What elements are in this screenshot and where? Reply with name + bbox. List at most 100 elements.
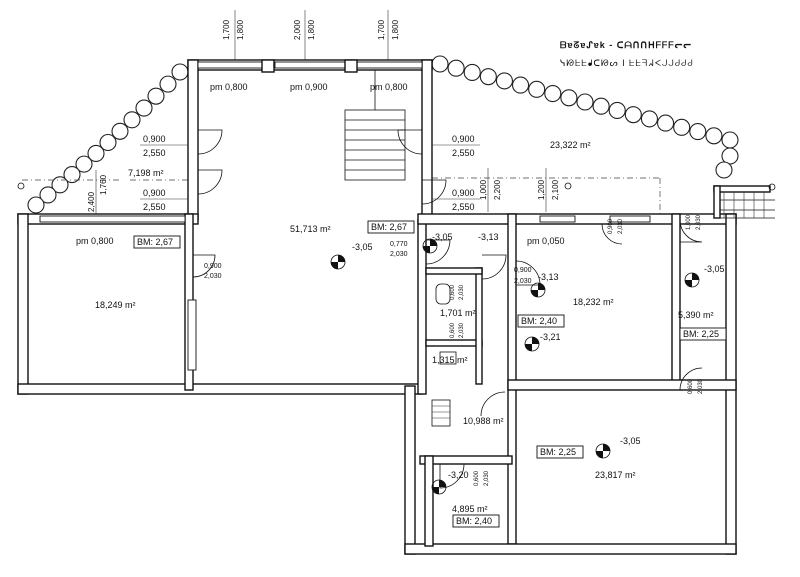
- hedge-bush: [63, 166, 81, 184]
- top-dim-1a: 1,700: [222, 19, 231, 40]
- open-6b: 2,030: [390, 251, 408, 258]
- height-hall: BM: 2,67: [371, 222, 407, 232]
- vdim-16: 2,030: [698, 378, 704, 394]
- level-1: -3,05: [352, 242, 373, 252]
- hedge-bush: [608, 101, 626, 119]
- hedge-bush: [39, 186, 57, 204]
- hedge-bush: [111, 122, 129, 140]
- sill-label-4: pm 0,800: [76, 236, 114, 246]
- sill-label-3: pm 0,800: [370, 82, 408, 92]
- level-7: -3,05: [620, 436, 641, 446]
- hedge-bush: [705, 127, 723, 145]
- height-room-s: BM: 2,40: [456, 516, 492, 526]
- hedge-bush: [171, 63, 189, 81]
- vdim-17: 0,600: [474, 470, 480, 486]
- area-main-hall: 51,713 m²: [290, 224, 331, 234]
- room-areas: 51,713 m² 18,249 m² 7,198 m² 23,322 m² 1…: [95, 140, 714, 514]
- hedge-bush: [592, 97, 610, 115]
- hedge-bush: [495, 72, 513, 90]
- vdim-12: 2,030: [459, 284, 465, 300]
- level-5: -3,21: [540, 332, 561, 342]
- height-room-ne: BM: 2,25: [683, 329, 719, 339]
- hedge-bush: [431, 55, 449, 73]
- open-3b: 2,550: [452, 148, 475, 158]
- level-labels: -3,05 -3,05 -3,13 -3,13 -3,21 -3,05 -3,0…: [352, 232, 725, 480]
- opening-dimensions: 0,900 2,550 0,900 2,550 0,900 2,550 0,90…: [140, 134, 532, 285]
- top-dim-1b: 1,800: [236, 19, 245, 40]
- area-hall-s: 10,988 m²: [463, 416, 504, 426]
- vdim-4: 2,200: [493, 179, 502, 200]
- hedge-bush: [689, 123, 707, 141]
- vdim-3: 1,000: [479, 179, 488, 200]
- level-markers: [17, 182, 700, 495]
- north-windows: [39, 59, 651, 371]
- level-8: -3,20: [448, 470, 469, 480]
- open-7a: 0,900: [514, 267, 532, 274]
- ne-steps: [713, 183, 776, 219]
- header-line-1: ᗷɐᘔɐᔑɐk - ᑕᗩᑎᑎᕼᖴᖴᖴᓕᓕ: [560, 40, 692, 50]
- open-4b: 2,550: [452, 202, 475, 212]
- height-room-se: BM: 2,25: [540, 447, 576, 457]
- open-5a: 0,900: [204, 263, 222, 270]
- sill-label-2: pm 0,900: [290, 82, 328, 92]
- level-6: -3,05: [704, 264, 725, 274]
- staircase: [344, 70, 406, 181]
- vdim-8: 2,030: [618, 218, 624, 234]
- vdim-11: 0,600: [450, 284, 456, 300]
- vdim-10: 2,030: [696, 214, 702, 230]
- height-room-e: BM: 2,40: [521, 316, 557, 326]
- area-room-ne: 5,390 m²: [678, 310, 714, 320]
- hedge-bush: [544, 85, 562, 103]
- area-west-room: 18,249 m²: [95, 300, 136, 310]
- hedge-bush: [640, 110, 658, 128]
- hedge-bush: [657, 114, 675, 132]
- vdim-9: 1,000: [686, 214, 692, 230]
- hedge-bush: [715, 161, 733, 179]
- open-4a: 0,900: [452, 188, 475, 198]
- hedge-bush: [463, 63, 481, 81]
- hedge-bush: [673, 118, 691, 136]
- vdim-14: 2,030: [459, 322, 465, 338]
- level-4: -3,13: [538, 272, 559, 282]
- open-6a: 0,770: [390, 241, 408, 248]
- hedge-bush: [576, 93, 594, 111]
- hedge-bush: [159, 75, 177, 93]
- level-3: -3,13: [478, 232, 499, 242]
- area-room-s: 4,895 m²: [452, 504, 488, 514]
- vdim-13: 0,600: [450, 322, 456, 338]
- hedge-bush: [721, 131, 739, 149]
- open-2b: 2,550: [143, 202, 166, 212]
- sill-label-1: pm 0,800: [210, 82, 248, 92]
- hedge-bush: [123, 111, 141, 129]
- open-2a: 0,900: [143, 188, 166, 198]
- hedge-bush: [75, 155, 93, 173]
- hedge-bush: [51, 176, 69, 194]
- hedge-bush: [528, 80, 546, 98]
- sill-label-5: pm 0,050: [527, 236, 565, 246]
- open-1b: 2,550: [143, 148, 166, 158]
- hedge-bush: [479, 68, 497, 86]
- sill-labels: pm 0,800 pm 0,900 pm 0,800 pm 0,800 pm 0…: [76, 82, 565, 246]
- top-dim-2a: 2,000: [293, 19, 302, 40]
- height-west: BM: 2,67: [137, 237, 173, 247]
- area-room-e: 18,232 m²: [573, 297, 614, 307]
- top-dim-3b: 1,800: [391, 19, 400, 40]
- hedge-bush: [147, 87, 165, 105]
- hedge-bush: [27, 196, 45, 214]
- top-dim-2b: 1,800: [307, 19, 316, 40]
- terrace-outline: [22, 177, 661, 215]
- area-terrace: 23,322 m²: [550, 140, 591, 150]
- vertical-dimensions: 2,400 1,760 1,000 2,200 1,200 2,100 0,90…: [87, 168, 704, 486]
- area-room-se: 23,817 m²: [595, 470, 636, 480]
- hedge: [27, 55, 739, 214]
- height-labels: BM: 2,67 BM: 2,67 BM: 2,40 BM: 2,25 BM: …: [133, 220, 727, 528]
- vdim-2: 1,760: [99, 174, 108, 195]
- level-2: -3,05: [432, 232, 453, 242]
- area-wc: 1,701 m²: [440, 308, 476, 318]
- hedge-bush: [624, 106, 642, 124]
- hedge-bush: [447, 59, 465, 77]
- header-line-2: ᓭᘙᖶᖶᖱᑕᘙᔕ I ᖶᖶᖷᖽᐸᒍᒍᑯᑯᑯ: [560, 58, 694, 68]
- vdim-18: 2,030: [484, 470, 490, 486]
- open-5b: 2,030: [204, 273, 222, 280]
